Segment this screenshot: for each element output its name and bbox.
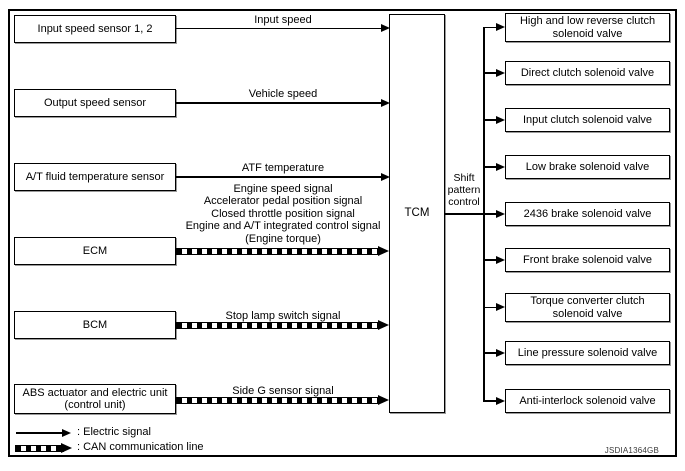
can-communication-line <box>176 321 380 329</box>
output-box-label: Line pressure solenoid valve <box>517 346 658 359</box>
input-box-bcm: BCM <box>14 311 176 339</box>
legend-electric-sample-line <box>16 432 63 434</box>
output-box-label: 2436 brake solenoid valve <box>523 207 652 220</box>
input-box-label: A/T fluid temperature sensor <box>25 170 165 183</box>
output-branch-line <box>483 119 497 121</box>
watermark-code: JSDIA1364GB <box>604 446 659 455</box>
legend-can-arrow-head-icon <box>61 442 72 453</box>
input-box-at-fluid-temperature-sensor: A/T fluid temperature sensor <box>14 163 176 191</box>
input-box-ecm: ECM <box>14 237 176 265</box>
tcm-label: TCM <box>404 207 430 220</box>
electric-arrow-head-icon <box>381 172 390 181</box>
signal-label-ecm-signals: Engine speed signal Accelerator pedal po… <box>185 183 381 245</box>
input-box-input-speed-sensor: Input speed sensor 1, 2 <box>14 15 176 43</box>
output-branch-line <box>483 26 497 28</box>
output-box-label: Front brake solenoid valve <box>522 253 652 266</box>
can-communication-line <box>176 247 380 255</box>
electric-arrow-head-icon <box>381 23 390 32</box>
input-box-label: ABS actuator and electric unit (control … <box>22 386 168 412</box>
output-branch-line <box>483 352 497 354</box>
output-box-direct-clutch: Direct clutch solenoid valve <box>505 61 670 85</box>
electric-arrow-head-icon <box>381 98 390 107</box>
output-trunk-line <box>483 26 485 402</box>
output-branch-line <box>483 259 497 261</box>
shift-pattern-control-label: Shift pattern control <box>447 172 481 209</box>
output-box-front-brake: Front brake solenoid valve <box>505 248 670 272</box>
electric-signal-line <box>176 27 381 29</box>
legend-can-label: : CAN communication line <box>77 441 204 453</box>
signal-label-side-g-sensor: Side G sensor signal <box>232 385 334 397</box>
output-arrow-head-icon <box>496 22 505 31</box>
output-box-high-low-reverse-clutch: High and low reverse clutch solenoid val… <box>505 13 670 42</box>
output-box-anti-interlock: Anti-interlock solenoid valve <box>505 389 670 413</box>
signal-label-stop-lamp-switch: Stop lamp switch signal <box>225 310 341 322</box>
input-box-label: Output speed sensor <box>43 96 147 109</box>
output-arrow-head-icon <box>496 162 505 171</box>
electric-signal-line <box>176 176 381 178</box>
diagram-border-frame <box>8 9 677 457</box>
legend-can-sample-line <box>15 444 64 452</box>
output-arrow-head-icon <box>496 302 505 311</box>
legend-electric-label: : Electric signal <box>77 426 151 438</box>
output-arrow-head-icon <box>496 115 505 124</box>
output-arrow-head-icon <box>496 396 505 405</box>
signal-label-vehicle-speed: Vehicle speed <box>248 88 318 100</box>
tcm-output-connector-line <box>445 213 496 215</box>
signal-label-atf-temperature: ATF temperature <box>241 162 325 174</box>
input-box-label: ECM <box>82 244 108 257</box>
output-arrow-head-icon <box>496 209 505 218</box>
input-box-abs-actuator: ABS actuator and electric unit (control … <box>14 384 176 414</box>
output-arrow-head-icon <box>496 68 505 77</box>
output-box-torque-converter-clutch: Torque converter clutch solenoid valve <box>505 293 670 322</box>
output-box-label: High and low reverse clutch solenoid val… <box>519 15 656 40</box>
input-box-label: BCM <box>82 318 108 331</box>
can-arrow-head-icon <box>378 394 389 405</box>
output-box-label: Direct clutch solenoid valve <box>520 66 655 79</box>
tcm-box: TCM <box>389 14 445 413</box>
output-box-label: Anti-interlock solenoid valve <box>519 394 656 407</box>
input-box-label: Input speed sensor 1, 2 <box>37 22 153 35</box>
output-box-label: Input clutch solenoid valve <box>522 113 653 126</box>
output-box-low-brake: Low brake solenoid valve <box>505 155 670 179</box>
legend-electric-arrow-head-icon <box>62 428 71 437</box>
output-box-label: Low brake solenoid valve <box>525 160 650 173</box>
output-box-2436-brake: 2436 brake solenoid valve <box>505 202 670 226</box>
signal-label-input-speed: Input speed <box>254 14 312 26</box>
output-box-label: Torque converter clutch solenoid valve <box>530 295 645 320</box>
output-branch-line <box>483 72 497 74</box>
can-arrow-head-icon <box>378 245 389 256</box>
output-branch-line <box>483 400 497 402</box>
input-box-output-speed-sensor: Output speed sensor <box>14 89 176 117</box>
output-box-input-clutch: Input clutch solenoid valve <box>505 108 670 132</box>
output-arrow-head-icon <box>496 255 505 264</box>
can-arrow-head-icon <box>378 319 389 330</box>
output-branch-line <box>483 306 497 308</box>
output-arrow-head-icon <box>496 348 505 357</box>
can-communication-line <box>176 396 380 404</box>
electric-signal-line <box>176 102 381 104</box>
output-box-line-pressure: Line pressure solenoid valve <box>505 341 670 365</box>
output-branch-line <box>483 166 497 168</box>
